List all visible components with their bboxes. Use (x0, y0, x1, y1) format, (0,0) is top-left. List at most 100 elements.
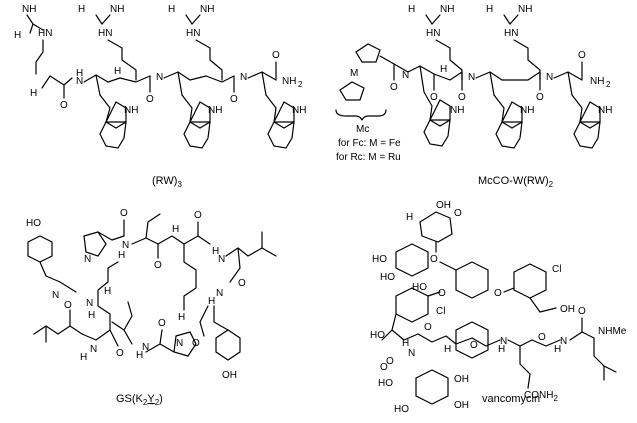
mcco-amide-1-n: N (402, 70, 409, 81)
mcco-indole-3-nh: NH (598, 105, 612, 116)
vanco-amide-4-n: N (560, 336, 567, 347)
vanco-amide-1-h: H (402, 338, 409, 349)
gs-pro2-ring (173, 331, 197, 357)
rw3-guanidine-1-nh: NH (22, 4, 36, 15)
mc-brace-label: Mc (356, 124, 369, 135)
vanco-right-oh: OH (560, 304, 575, 315)
gs-amide-d-n: N (216, 288, 223, 299)
mcco-guanidine-1-h2n: H (408, 4, 415, 15)
vanco-h2n: H (406, 212, 413, 223)
gs-tyr2-ring (215, 329, 241, 361)
mcco-amide-3-n: N (468, 72, 475, 83)
mc-brace (335, 109, 387, 121)
metal-label: M (350, 68, 358, 79)
rw3-guanidine-3-h2n: H (168, 4, 175, 15)
rw3-amide-3-n: N (156, 72, 163, 83)
rw3-cterm-o: O (272, 50, 280, 61)
mcco-carbonyl-4-o: O (536, 92, 544, 103)
rw3-amide-4-n: N (240, 72, 247, 83)
vanco-left-ho: HO (370, 330, 385, 341)
gs-carbonyl-h-o: O (64, 300, 72, 311)
vanco-sugar-1-oh: OH (436, 200, 451, 211)
rw3-guanidine-1-h2n: H (14, 30, 21, 41)
gs-amide-f-n: N (142, 342, 149, 353)
gs-caption: GS(K2Y2) (116, 393, 163, 407)
mcco-cterm-nh2: NH (590, 76, 604, 87)
vanco-cooh-o: O (380, 362, 388, 373)
gs-amide-h-n: N (86, 298, 93, 309)
gs-amide-a-h: H (118, 250, 125, 261)
mcco-carbonyl-o: O (390, 82, 398, 93)
vanco-carbonyl-3-o: O (470, 340, 478, 351)
vanco-lower-aryl-ring (415, 369, 449, 405)
vanco-sugar-1-ring (419, 211, 453, 243)
rw3-nterm-h2n: H (30, 88, 37, 99)
rw3-cterm-nh2: NH (282, 76, 296, 87)
fc-definition: for Fc: M = Fe (338, 138, 401, 149)
vanco-sugar-2-o: O (430, 254, 438, 265)
gs-amide-f-h: H (136, 350, 143, 361)
gs-lys1-h2n: H (178, 312, 185, 323)
rw3-carbonyl-2-o: O (146, 94, 154, 105)
cp-ring-top (355, 43, 381, 63)
gs-carbonyl-a-o: O (120, 208, 128, 219)
gs-tyr1-ring (27, 235, 53, 263)
gs-tyr2-oh: OH (222, 370, 237, 381)
vanco-left-aryl-ring (395, 287, 429, 323)
rw3-indole-1-nh: NH (124, 105, 138, 116)
rw3-amide-2-h: H (114, 66, 121, 77)
gs-carbonyl-d-o: O (238, 278, 246, 289)
rw3-carbonyl-1-o: O (60, 100, 68, 111)
gs-carbonyl-c-o: O (194, 210, 202, 221)
vanco-carbonyl-2-o: O (424, 322, 432, 333)
gs-tyr1-oh: HO (26, 218, 41, 229)
gs-carbonyl-b-o: O (154, 260, 162, 271)
vanco-amide-3-n: N (500, 336, 507, 347)
vanco-conh2: CONH2 (524, 390, 558, 403)
vanco-amide-1-n: N (408, 348, 415, 359)
mcco-amide-4-n: N (546, 72, 553, 83)
mcco-cterm-nh2-sub: 2 (606, 80, 611, 89)
gs-amide-g-h: H (80, 352, 87, 363)
rw3-structure: NH H HN H O H N NH H NH HN O H N (14, 4, 306, 189)
rw3-amide-1-n: N (76, 76, 83, 87)
vanco-lower-oh-a: OH (454, 374, 469, 385)
vanco-sugar-2-ho-b: HO (380, 272, 395, 283)
gs-pro1-ring (83, 231, 107, 257)
vanco-carbonyl-5-o: O (578, 306, 586, 317)
gs-amide-h-h: H (88, 310, 95, 321)
gs-carbonyl-g-o: O (116, 348, 124, 359)
mcco-caption: McCO-W(RW)2 (478, 175, 554, 189)
rw3-amide-1-h: H (76, 68, 83, 79)
vanco-sugar-1-o: O (454, 208, 462, 219)
vanco-carbonyl-4-o: O (538, 332, 546, 343)
gs-amide-b-h: H (172, 224, 179, 235)
rc-definition: for Rc: M = Ru (336, 152, 401, 163)
mcco-amide-2-h: H (440, 64, 447, 75)
vanco-sugar-2-ring (395, 243, 429, 277)
gs-amide-i-n: N (52, 290, 59, 301)
vanco-sugar-2-ho-a: HO (372, 254, 387, 265)
mcco-guanidine-2-nh: NH (518, 4, 532, 15)
gs-k2y2-structure: HO N O N H O H H O H N O N H (26, 208, 277, 407)
vanco-amide-2-h: H (444, 344, 451, 355)
rw3-indole-3-nh: NH (292, 105, 306, 116)
vanco-amide-4-h: H (554, 344, 561, 355)
vanco-right-cl: Cl (552, 264, 561, 275)
rw3-guanidine-3-hn: HN (186, 28, 200, 39)
vanco-amide-3-h: H (498, 344, 505, 355)
gs-amide-d-h: H (208, 296, 215, 307)
vanco-central-ring (455, 261, 489, 299)
rw3-caption: (RW)3 (152, 175, 182, 189)
rw3-carbonyl-3-o: O (230, 94, 238, 105)
gs-pro2-n: N (176, 338, 183, 349)
vanco-lower-ho-b: HO (394, 404, 409, 415)
rw3-guanidine-3-nh: NH (200, 4, 214, 15)
vanco-right-aryl-ring (513, 263, 547, 299)
vanco-mid-aryl-ring (455, 321, 489, 359)
gs-amide-c-n: N (218, 254, 225, 265)
gs-amide-g-n: N (90, 344, 97, 355)
rw3-guanidine-2-hn: HN (98, 28, 112, 39)
mcco-guanidine-2-h2n: H (486, 4, 493, 15)
